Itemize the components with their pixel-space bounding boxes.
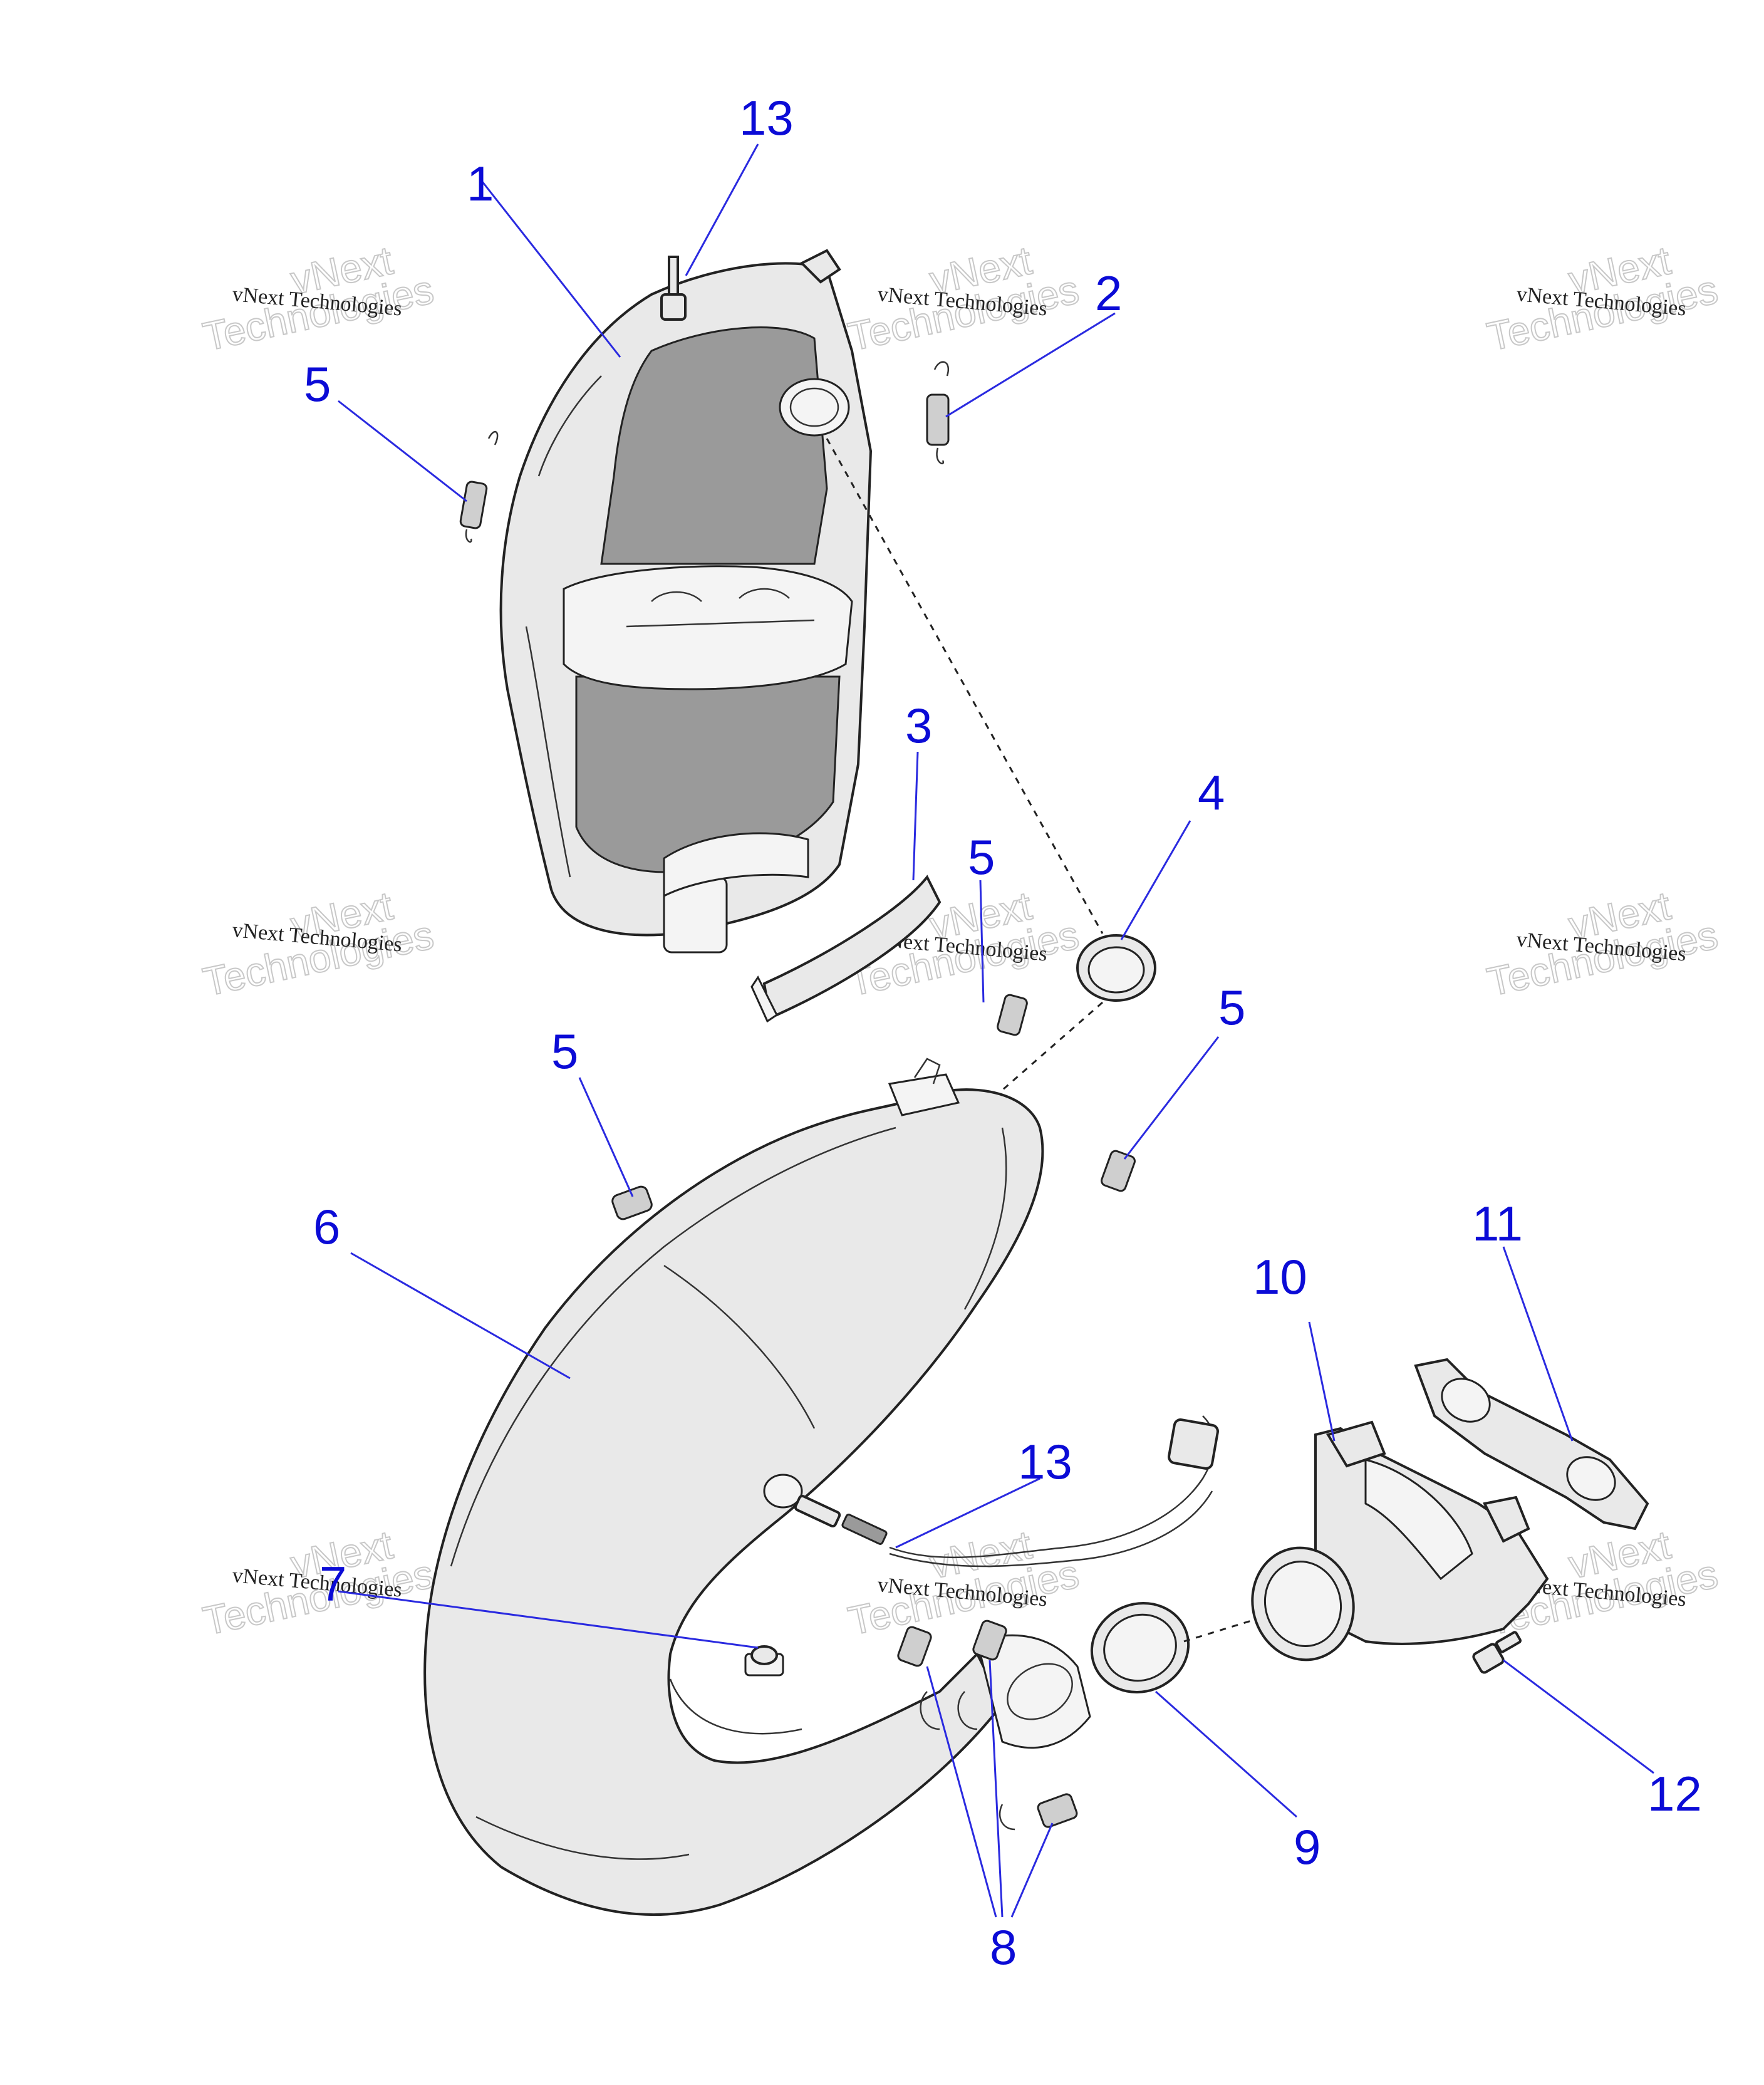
- watermark-top-left: Technologies vNext vNext Technologies: [199, 237, 438, 360]
- callout-3: 3: [905, 698, 932, 753]
- spring-part: [926, 361, 950, 464]
- callout-9: 9: [1294, 1819, 1320, 1874]
- oxygen-sensor-part: [794, 1415, 1219, 1568]
- callout-8: 8: [990, 1920, 1017, 1975]
- callout-13-lower: 13: [1018, 1434, 1072, 1489]
- flange-gasket-part: [1414, 1358, 1649, 1531]
- gasket-ring-part: [1076, 934, 1156, 1002]
- watermark-mid-right: Technologies vNext vNext Technologies: [1483, 882, 1722, 1005]
- hook: [920, 1691, 940, 1730]
- leader-lines: [338, 143, 1654, 1918]
- callout-4: 4: [1198, 765, 1225, 820]
- heat-shield-part: [750, 875, 942, 1023]
- callout-7: 7: [319, 1556, 346, 1611]
- bolt-part: [1472, 1631, 1522, 1674]
- spring-part: [1037, 1793, 1078, 1828]
- clamp-ring-part: [1090, 1602, 1190, 1693]
- callout-10: 10: [1253, 1249, 1307, 1304]
- spring-part: [997, 994, 1028, 1036]
- callout-5-right: 5: [1218, 980, 1245, 1035]
- expansion-chamber-part: [423, 1058, 1091, 1916]
- spring-part: [972, 1620, 1007, 1661]
- watermark-top-mid: Technologies vNext vNext Technologies: [844, 237, 1083, 360]
- watermark-top-right: Technologies vNext vNext Technologies: [1483, 237, 1722, 360]
- spring-part: [459, 430, 499, 543]
- callout-labels: 13 1 5 2 3 5 4 5 5 6 11 10 13 7 9 12 8: [304, 90, 1702, 1975]
- exhaust-manifold-part: [1251, 1420, 1549, 1661]
- watermark-mid-left: Technologies vNext vNext Technologies: [199, 882, 438, 1005]
- callout-13-top: 13: [739, 90, 794, 145]
- callout-5-top-left: 5: [304, 356, 331, 412]
- spring-part: [897, 1626, 932, 1667]
- assembly-line: [1183, 1615, 1266, 1643]
- spring-part: [1101, 1150, 1136, 1192]
- callout-11: 11: [1472, 1196, 1523, 1251]
- callout-5-mid: 5: [968, 829, 995, 885]
- callout-5-left: 5: [551, 1024, 578, 1079]
- plug-part: [744, 1645, 784, 1677]
- callout-6: 6: [313, 1199, 340, 1254]
- callout-2: 2: [1095, 266, 1122, 321]
- muffler-part: [499, 249, 873, 954]
- callout-12: 12: [1647, 1766, 1702, 1821]
- spring-part: [611, 1185, 653, 1220]
- hook: [999, 1804, 1015, 1831]
- watermark-low-left: Technologies vNext vNext Technologies: [199, 1521, 438, 1644]
- hook: [957, 1691, 978, 1730]
- assembly-line: [1002, 1001, 1103, 1091]
- callout-1: 1: [467, 156, 494, 211]
